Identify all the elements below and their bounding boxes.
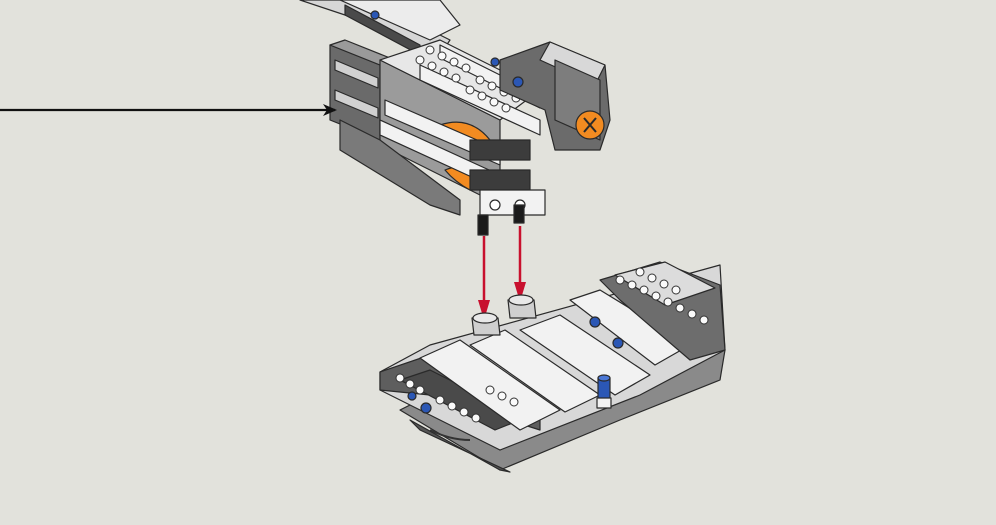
base-blue-pin-1 — [589, 316, 601, 328]
insert-arrowhead-left — [478, 300, 490, 320]
base-blue-pin-3 — [420, 402, 432, 414]
blue-axle-pin — [596, 374, 612, 409]
motor-blue-pin — [512, 76, 524, 88]
white-beam-1 — [419, 339, 561, 431]
insert-arrowhead-right — [514, 282, 526, 302]
blue-pin — [370, 10, 380, 20]
white-beam-3 — [519, 314, 651, 396]
base-blue-pin-2 — [612, 337, 624, 349]
base-frame-subassembly — [379, 261, 726, 473]
front-dark-beam-1 — [469, 139, 531, 161]
orange-motor-hub — [575, 110, 605, 140]
motor-arm-subassembly — [299, 0, 611, 236]
connector-peg-left — [471, 312, 501, 336]
axle-pin-left — [477, 214, 489, 236]
front-dark-beam-2 — [469, 169, 531, 191]
connector-peg-right — [507, 294, 537, 319]
axle-pin-right — [513, 204, 525, 224]
